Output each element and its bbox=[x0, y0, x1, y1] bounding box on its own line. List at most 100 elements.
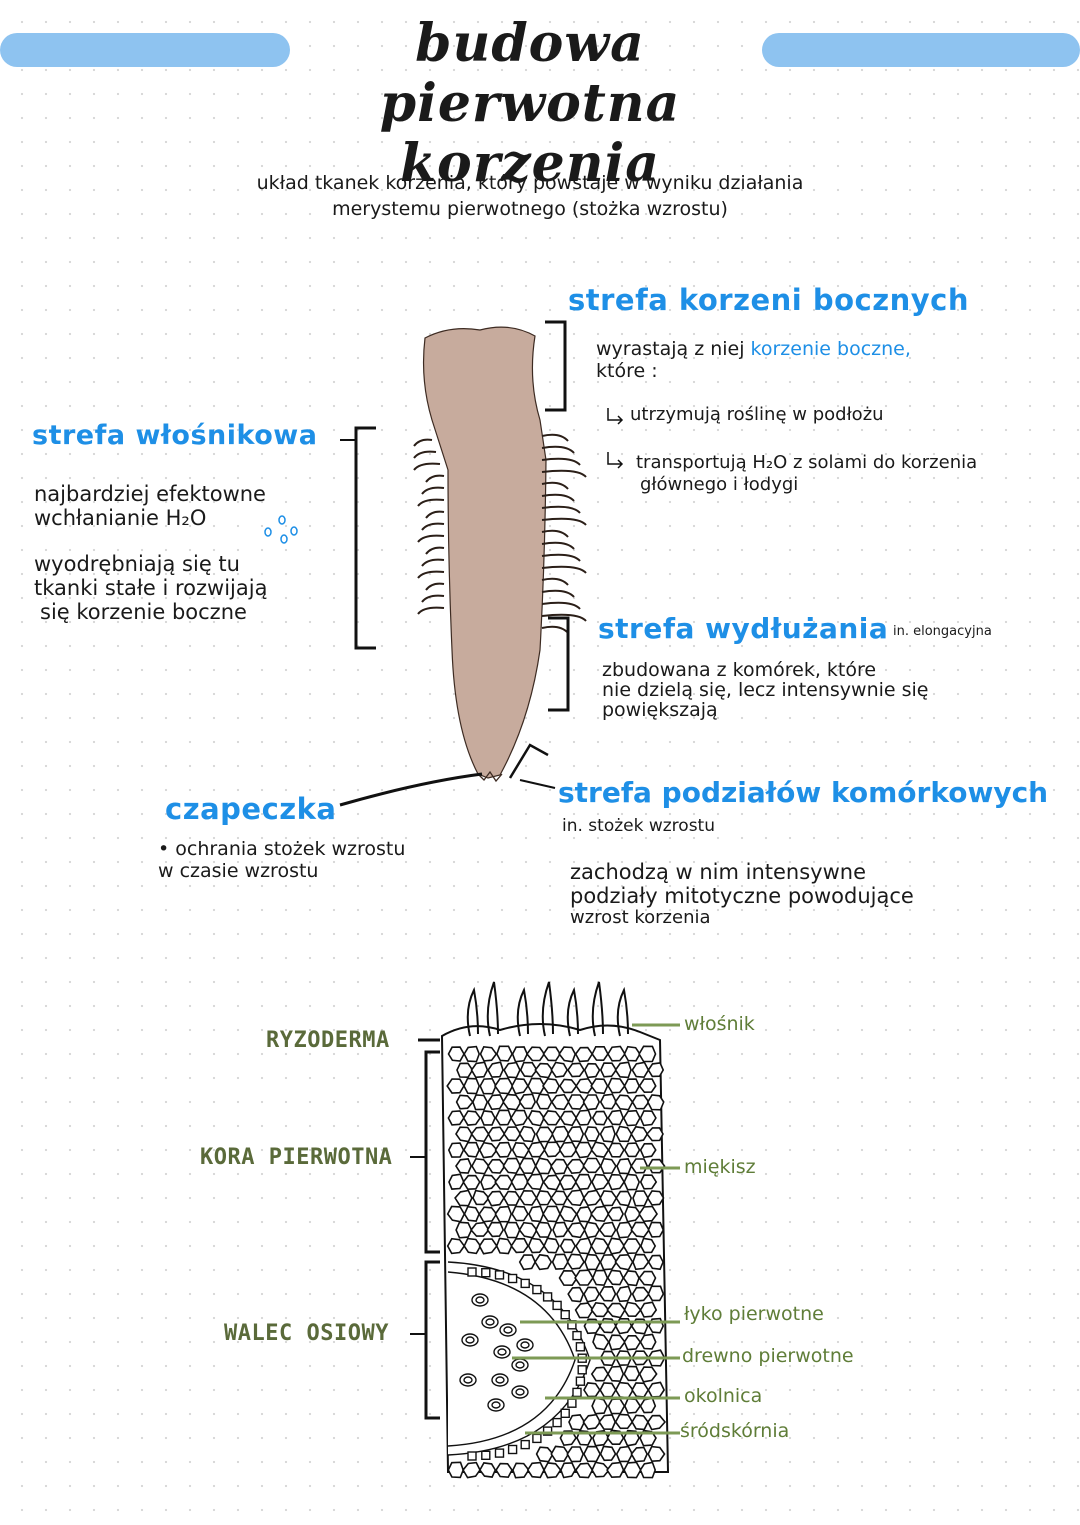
parenchyma-cell bbox=[462, 1110, 482, 1126]
parenchyma-cell bbox=[494, 1077, 514, 1095]
root-hair bbox=[541, 613, 587, 622]
zone-lateral-desc-line2: które : bbox=[596, 360, 658, 382]
stele-cell bbox=[467, 1267, 477, 1277]
xylem-lumen bbox=[491, 1401, 501, 1409]
parenchyma-cell bbox=[590, 1078, 609, 1095]
parenchyma-cell bbox=[590, 1366, 609, 1382]
parenchyma-cell bbox=[599, 1125, 616, 1143]
parenchyma-cell bbox=[639, 1142, 657, 1159]
parenchyma-cell bbox=[630, 1125, 649, 1143]
parenchyma-cell bbox=[535, 1126, 554, 1143]
root-hair bbox=[417, 570, 445, 579]
zone-elongation-note: in. elongacyjna bbox=[893, 624, 992, 639]
page-title: budowa pierwotna korzenia bbox=[270, 14, 790, 194]
parenchyma-cell bbox=[639, 1301, 658, 1318]
page-title-line2: korzenia bbox=[400, 133, 660, 194]
parenchyma-cell bbox=[494, 1109, 513, 1126]
parenchyma-cell bbox=[551, 1253, 569, 1270]
parenchyma-cell bbox=[599, 1253, 618, 1271]
parenchyma-cell bbox=[647, 1158, 666, 1174]
parenchyma-cell bbox=[526, 1461, 545, 1479]
parenchyma-cell bbox=[534, 1253, 553, 1271]
parenchyma-cell bbox=[550, 1093, 570, 1111]
zone-hair-line2: wchłanianie H₂O bbox=[34, 506, 207, 530]
parenchyma-cell bbox=[447, 1461, 465, 1479]
parenchyma-cell bbox=[527, 1141, 546, 1158]
parenchyma-cell bbox=[558, 1141, 578, 1158]
stele-cell bbox=[507, 1273, 518, 1284]
parenchyma-cell bbox=[623, 1078, 641, 1094]
bracket-hair bbox=[354, 426, 376, 650]
parenchyma-cell bbox=[623, 1142, 641, 1158]
parenchyma-cell bbox=[614, 1253, 634, 1271]
root-hair bbox=[541, 445, 575, 454]
root-body bbox=[422, 326, 547, 779]
parenchyma-cell bbox=[647, 1254, 664, 1271]
cs-label-ryzoderma: RYZODERMA bbox=[266, 1028, 390, 1053]
stele-cell bbox=[575, 1342, 586, 1352]
arrow-icon-2 bbox=[607, 452, 624, 469]
parenchyma-cell bbox=[647, 1221, 665, 1238]
parenchyma-cell bbox=[526, 1173, 545, 1191]
parenchyma-cell bbox=[478, 1141, 498, 1159]
stele-cell bbox=[552, 1417, 562, 1428]
parenchyma-cell bbox=[495, 1462, 513, 1479]
parenchyma-cell bbox=[576, 1206, 593, 1223]
root-hair bbox=[541, 565, 587, 574]
parenchyma-cell bbox=[503, 1221, 521, 1239]
root-hair bbox=[421, 522, 445, 531]
parenchyma-cell bbox=[623, 1461, 642, 1479]
root-hair bbox=[541, 541, 575, 550]
root-hair bbox=[413, 438, 433, 447]
zone-lateral-desc: wyrastają z niej korzenie boczne, które … bbox=[596, 338, 1056, 382]
parenchyma-cell bbox=[455, 1094, 474, 1110]
parenchyma-cell bbox=[487, 1126, 506, 1142]
zone-lateral-point2-line2: głównego i łodygi bbox=[640, 474, 799, 495]
parenchyma-cell bbox=[462, 1461, 481, 1479]
arrow-icon-1 bbox=[607, 408, 624, 425]
root-hair bbox=[541, 457, 581, 466]
parenchyma-cell bbox=[478, 1206, 498, 1223]
intro-line1: układ tkanek korzenia, który powstaje w … bbox=[256, 172, 804, 194]
parenchyma-cell bbox=[638, 1205, 658, 1223]
parenchyma-cell bbox=[622, 1238, 642, 1255]
zone-lateral-desc-highlight: korzenie boczne, bbox=[750, 338, 911, 360]
stele-cell bbox=[494, 1270, 505, 1280]
parenchyma-cell bbox=[502, 1157, 522, 1175]
parenchyma-cell bbox=[487, 1094, 505, 1111]
parenchyma-cell bbox=[446, 1237, 466, 1255]
parenchyma-cell bbox=[518, 1189, 538, 1206]
parenchyma-cell bbox=[608, 1334, 626, 1351]
parenchyma-cell bbox=[623, 1365, 641, 1382]
root-hair bbox=[425, 546, 445, 555]
parenchyma-cell bbox=[446, 1078, 465, 1094]
parenchyma-cell bbox=[614, 1094, 634, 1111]
parenchyma-cell bbox=[645, 1127, 664, 1142]
parenchyma-cell bbox=[615, 1221, 634, 1239]
zone-lateral-point2: transportują H₂O z solami do korzenia gł… bbox=[636, 452, 977, 496]
parenchyma-cell bbox=[479, 1045, 498, 1062]
parenchyma-cell bbox=[640, 1237, 657, 1254]
root-hair bbox=[417, 498, 445, 507]
parenchyma-cell bbox=[470, 1126, 490, 1143]
bracket-division-tick bbox=[519, 779, 556, 789]
cs-label-miekisz: miękisz bbox=[684, 1156, 756, 1178]
parenchyma-cell bbox=[496, 1045, 514, 1062]
parenchyma-cell bbox=[582, 1157, 602, 1174]
parenchyma-cell bbox=[622, 1270, 640, 1287]
root-hair bbox=[421, 594, 445, 603]
parenchyma-cell bbox=[511, 1141, 530, 1159]
parenchyma-cell bbox=[566, 1158, 586, 1175]
parenchyma-cell bbox=[639, 1333, 657, 1350]
stele-cell bbox=[572, 1330, 582, 1341]
parenchyma-cell bbox=[487, 1061, 504, 1078]
root-hair bbox=[541, 981, 554, 1037]
parenchyma-cell bbox=[615, 1190, 633, 1207]
stele-cell bbox=[552, 1300, 562, 1311]
parenchyma-cell bbox=[455, 1126, 473, 1143]
stele-cell bbox=[560, 1309, 570, 1320]
parenchyma-cell bbox=[559, 1110, 578, 1127]
stele-cell bbox=[481, 1450, 491, 1461]
root-hair bbox=[541, 469, 587, 478]
parenchyma-cell bbox=[599, 1157, 617, 1175]
